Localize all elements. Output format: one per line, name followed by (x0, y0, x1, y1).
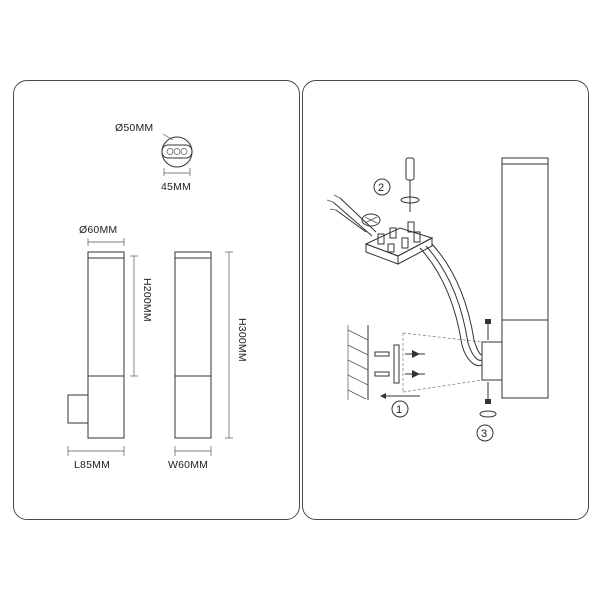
lamp-screw-bottom (479, 382, 497, 418)
step-1-arrow (380, 393, 420, 399)
length-label: L85MM (74, 459, 110, 471)
supply-wires (326, 194, 377, 237)
screwdriver-icon (400, 157, 420, 212)
height-total-label: H300MM (236, 318, 248, 362)
mount-plate-diagram: Ø50MM 45MM (115, 122, 193, 193)
terminal-block (364, 221, 434, 265)
height-tube-label: H200MM (141, 278, 153, 322)
mounting-bracket (374, 332, 483, 393)
cables (419, 243, 483, 367)
step-2-number: 2 (378, 182, 384, 194)
dimensions-panel (13, 80, 300, 520)
step-1-number: 1 (396, 404, 402, 416)
cable-gland (361, 213, 381, 227)
front-view-lamp: H300MM W60MM (168, 251, 248, 471)
width-label: W60MM (168, 459, 208, 471)
step-2-marker: 2 (373, 178, 391, 196)
tube-diameter-label: Ø60MM (79, 224, 117, 236)
wall-section (347, 325, 369, 400)
mount-width-label: 45MM (161, 181, 191, 193)
side-view-lamp: Ø60MM H200MM L85MM (67, 224, 153, 471)
step-3-number: 3 (481, 428, 487, 440)
lamp-screw-top (485, 319, 491, 340)
step-1-marker: 1 (391, 400, 409, 418)
mount-diameter-label: Ø50MM (115, 122, 153, 134)
install-lamp (481, 157, 549, 399)
installation-panel (302, 80, 589, 520)
step-3-marker: 3 (476, 424, 494, 442)
